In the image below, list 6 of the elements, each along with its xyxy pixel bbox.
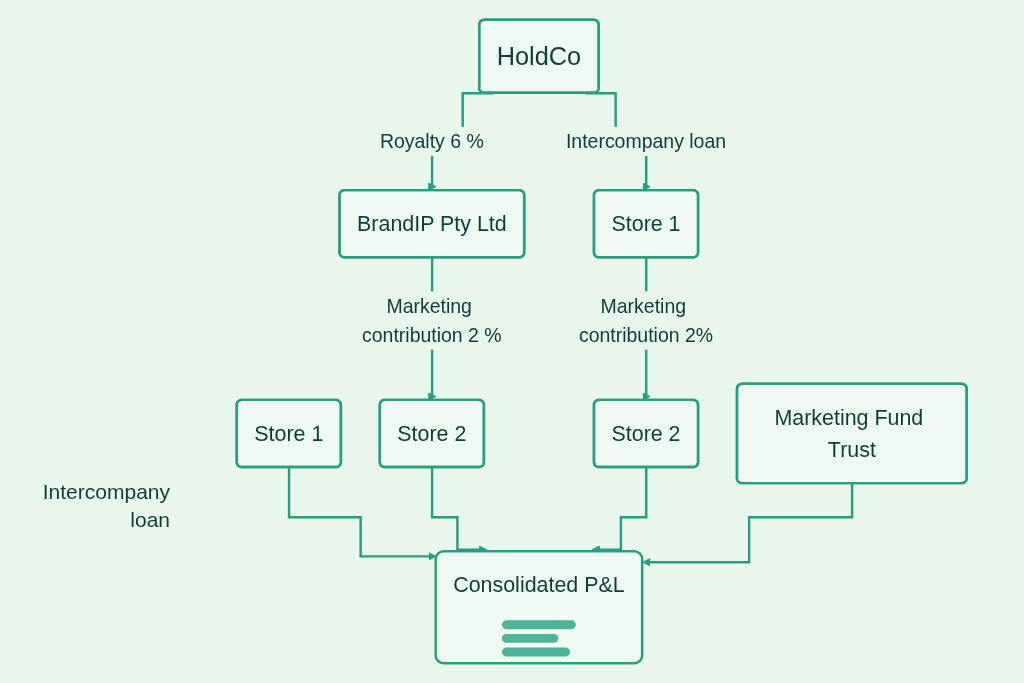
edge-label: Marketing contribution 2% xyxy=(579,295,714,346)
edge-label: Marketing contribution 2 % xyxy=(362,295,502,346)
edge-label: Royalty 6 % xyxy=(380,130,485,153)
note-text: Intercompany loan xyxy=(41,479,170,533)
edge-label: Intercompany loan xyxy=(566,130,727,153)
node-box: Consolidated P&L xyxy=(434,550,644,665)
